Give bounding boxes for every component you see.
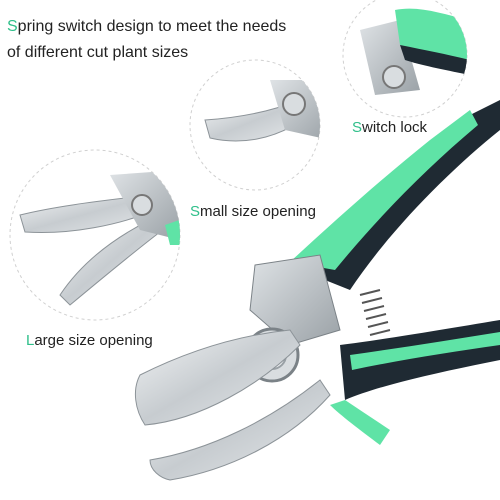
detail-circle-switch-lock bbox=[342, 0, 468, 118]
large-opening-initial: L bbox=[26, 332, 35, 349]
spring bbox=[359, 289, 391, 336]
large-opening-label: Large size opening bbox=[26, 333, 153, 348]
headline-line1: pring switch design to meet the needs bbox=[17, 18, 287, 35]
small-opening-initial: S bbox=[190, 203, 201, 220]
switch-lock-initial: S bbox=[352, 119, 363, 136]
headline: Spring switch design to meet the needs of… bbox=[7, 14, 286, 66]
small-opening-text: mall size opening bbox=[200, 203, 316, 220]
small-opening-label: Small size opening bbox=[190, 204, 316, 219]
headline-line2: of different cut plant sizes bbox=[7, 44, 189, 61]
switch-lock-text: witch lock bbox=[362, 119, 428, 136]
detail-circle-small-opening bbox=[189, 59, 321, 191]
headline-initial: S bbox=[7, 18, 18, 35]
large-opening-text: arge size opening bbox=[34, 332, 153, 349]
detail-circle-large-opening bbox=[9, 149, 181, 321]
main-shears bbox=[134, 100, 500, 481]
switch-lock-label: Switch lock bbox=[352, 120, 427, 135]
